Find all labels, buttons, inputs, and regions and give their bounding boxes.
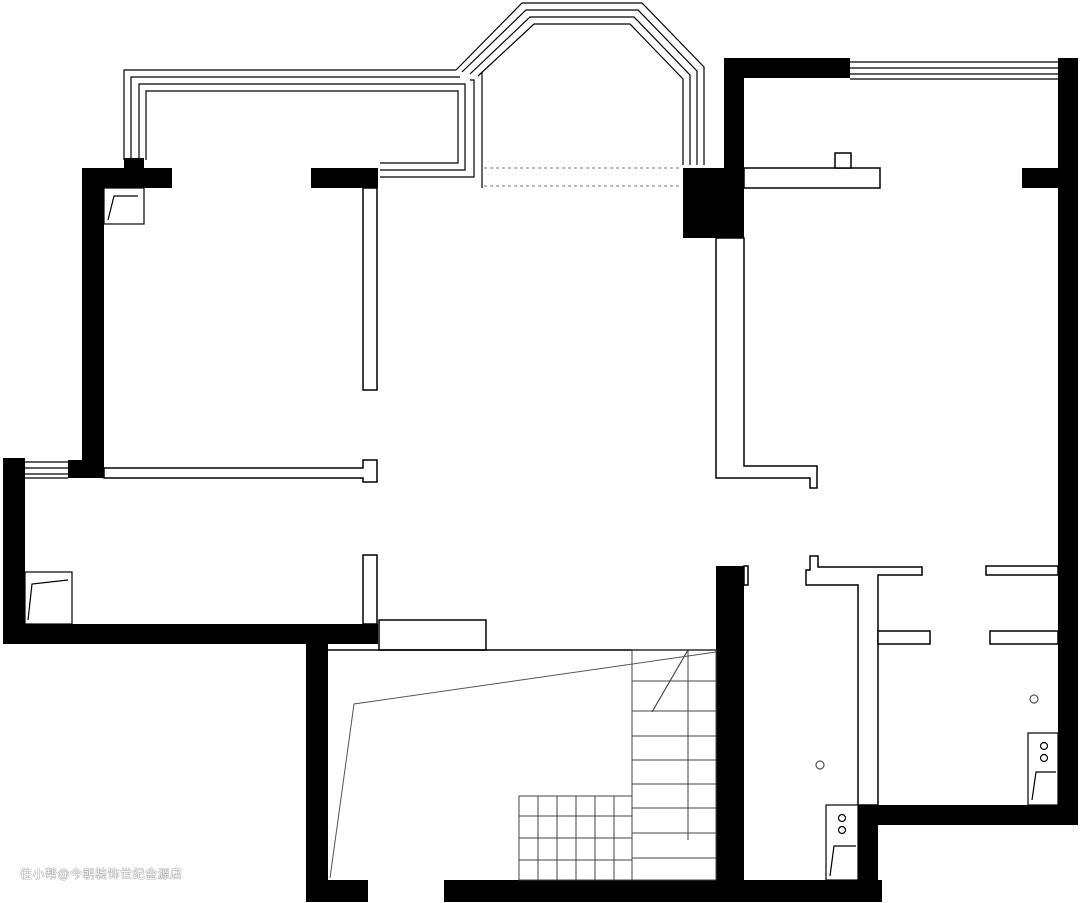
window-left <box>25 461 68 479</box>
bay-window-opening-dashes <box>484 167 682 187</box>
partition-walls <box>103 152 1059 806</box>
void-outline <box>329 651 717 879</box>
fixtures <box>24 187 1059 881</box>
window-top-right <box>850 61 1058 80</box>
walls <box>3 58 1078 902</box>
balcony-railing-left <box>123 69 483 188</box>
bay-window <box>455 2 705 165</box>
watermark: 住小帮@今朝装饰世纪金源店 <box>20 867 183 881</box>
stairs <box>518 649 717 881</box>
